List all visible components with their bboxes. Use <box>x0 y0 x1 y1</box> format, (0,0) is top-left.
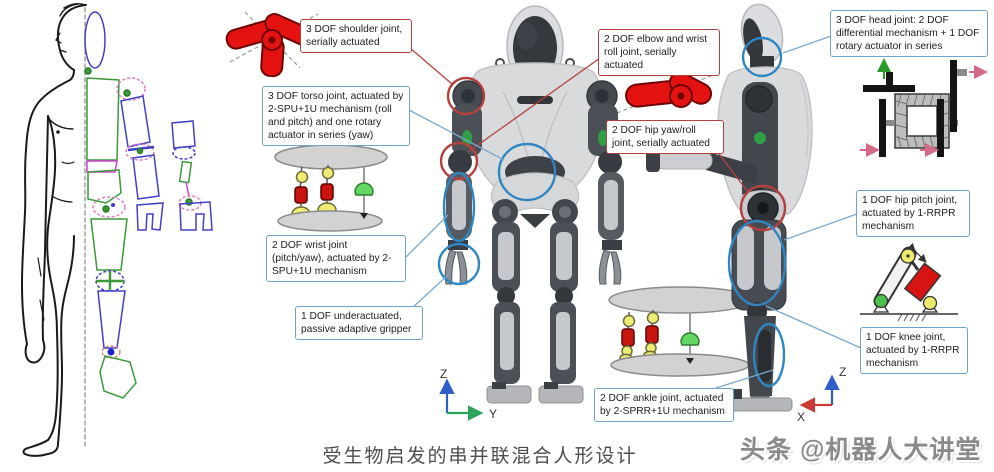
label-knee-joint: 1 DOF knee joint, actuated by 1-RRPR mec… <box>860 327 968 375</box>
side-shoulder <box>745 85 773 113</box>
label-ankle-joint: 2 DOF ankle joint, actuated by 2-SPRR+1U… <box>594 388 734 423</box>
annotation-circles <box>437 36 787 388</box>
label-torso-joint: 3 DOF torso joint, actuated by 2-SPU+1U … <box>262 86 410 147</box>
side-z-axis-label: Z <box>839 365 846 379</box>
hip-yaw-roll-annotation-circle <box>739 184 787 232</box>
gripper-annotation-circle <box>437 242 481 286</box>
knee-ankle-annotation-ellipse <box>752 322 786 388</box>
label-wrist-joint: 2 DOF wrist joint (pitch/yaw), actuated … <box>266 235 406 283</box>
label-shoulder-joint: 3 DOF shoulder joint, serially actuated <box>300 19 412 54</box>
side-thigh-actuator-b <box>764 226 781 290</box>
human-kinematic-overlay <box>84 11 213 399</box>
elbow-annotation-circle <box>439 141 479 181</box>
kin-thigh <box>90 218 128 271</box>
label-gripper: 1 DOF underactuated, passive adaptive gr… <box>295 306 423 341</box>
label-elbow-wrist-joint: 2 DOF elbow and wrist roll joint, serial… <box>598 29 720 77</box>
kin-head <box>84 11 106 69</box>
label-hip-pitch-joint: 1 DOF hip pitch joint, actuated by 1-RRP… <box>856 190 970 238</box>
side-hand <box>646 150 660 172</box>
kin-waist <box>86 160 118 173</box>
torso-parallel-mechanism-diagram <box>274 144 388 232</box>
kin-shoulder-joint <box>116 77 146 101</box>
kin-shin <box>97 290 126 349</box>
kin-hip-joint <box>92 196 126 218</box>
side-upper-arm <box>706 152 758 184</box>
front-y-axis-label: Y <box>489 407 497 421</box>
kin-hip-bracket-a <box>136 202 164 231</box>
shoulder-actuator-icon <box>225 11 319 78</box>
side-torso-accent <box>754 132 766 144</box>
front-right-gripper <box>598 249 611 285</box>
side-shin-actuator <box>758 330 771 382</box>
torso-annotation-circle <box>497 142 557 202</box>
head-annotation-circle <box>741 36 783 78</box>
front-left-foot <box>486 385 532 404</box>
front-right-foot <box>538 385 584 404</box>
head-differential-mechanism-diagram <box>860 58 988 157</box>
ankle-parallel-mechanism-diagram <box>608 286 754 377</box>
side-x-axis-label: X <box>797 410 805 424</box>
front-view-axes: Z Y <box>439 367 497 421</box>
kin-neck-joint <box>84 67 92 75</box>
front-z-axis-label: Z <box>440 367 447 381</box>
kin-elbow-joint <box>125 143 155 161</box>
figure-caption: 受生物启发的串并联混合人形设计 <box>322 446 638 467</box>
shoulder-annotation-circle <box>446 76 486 116</box>
front-right-arm-accent <box>598 130 608 146</box>
front-right-elbow <box>598 150 622 174</box>
kin-wrist-prismatic <box>178 160 193 184</box>
callout-lines <box>404 35 862 389</box>
hip-pitch-annotation-ellipse <box>727 219 787 307</box>
kin-upper-arm <box>120 95 151 148</box>
elbow-actuator-icon <box>616 71 714 114</box>
side-thigh-actuator-a <box>737 226 754 290</box>
side-forearm <box>655 151 713 170</box>
kin-hip-bracket-b <box>179 201 213 231</box>
label-head-joint: 3 DOF head joint: 2 DOF differential mec… <box>830 10 988 58</box>
rrpr-linkage-diagram <box>860 242 958 322</box>
front-left-elbow <box>448 150 472 174</box>
kin-hand <box>171 120 196 149</box>
watermark-text: 头条 @机器人大讲堂 <box>740 436 982 464</box>
side-view-axes: Z X <box>797 365 846 424</box>
kin-foot <box>99 355 137 399</box>
kin-torso <box>86 77 120 161</box>
wrist-annotation-ellipse <box>442 171 476 243</box>
human-anatomy-sketch <box>20 3 87 457</box>
kin-forearm <box>132 154 160 200</box>
label-hip-yaw-roll-joint: 2 DOF hip yaw/roll joint, serially actua… <box>606 120 724 155</box>
